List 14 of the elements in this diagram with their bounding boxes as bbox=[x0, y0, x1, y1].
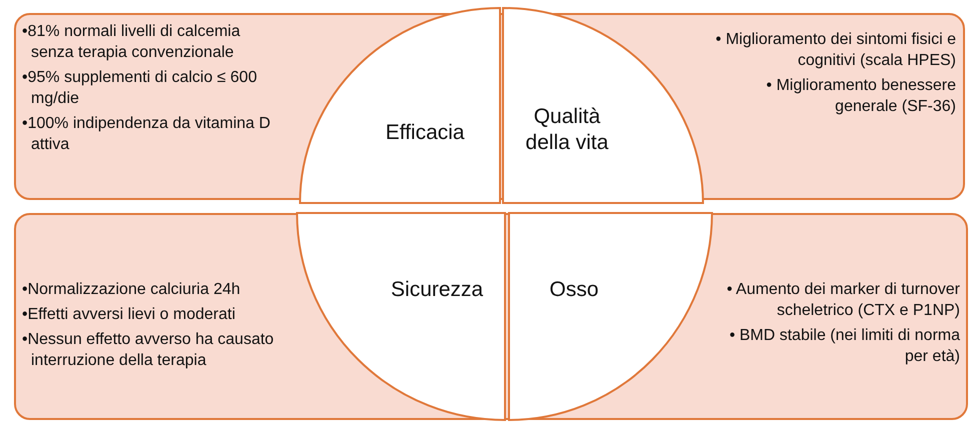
bullet-text: •Normalizzazione calciuria 24h bbox=[22, 280, 242, 300]
quadrant-label: Sicurezza bbox=[390, 277, 484, 303]
bullet-text: • Aumento dei marker di turnover scheletrico (CTX e P1NP) bbox=[726, 280, 960, 321]
bullet-text: •81% normali livelli di calcemia senza terapia convenzionale bbox=[22, 22, 242, 63]
bullet-text: •95% supplementi di calcio ≤ 600 mg/die bbox=[22, 68, 258, 109]
quadrant-label: Qualità della vita bbox=[524, 104, 610, 156]
bullet-text: •Effetti avversi lievi o moderati bbox=[22, 305, 236, 325]
bullet-text: •Nessun effetto avverso ha causato interruzione della terapia bbox=[22, 330, 275, 371]
quadrant-label: Efficacia bbox=[384, 120, 466, 146]
quadrant-label: Osso bbox=[548, 277, 600, 303]
bullet-text: • BMD stabile (nei limiti di norma per età) bbox=[728, 326, 960, 367]
bullet-text: • Miglioramento dei sintomi fisici e cognitivi (scala HPES) bbox=[714, 30, 956, 71]
bullet-text: •100% indipendenza da vitamina D attiva bbox=[22, 114, 272, 155]
bullet-text: • Miglioramento benessere generale (SF-36) bbox=[765, 76, 956, 117]
